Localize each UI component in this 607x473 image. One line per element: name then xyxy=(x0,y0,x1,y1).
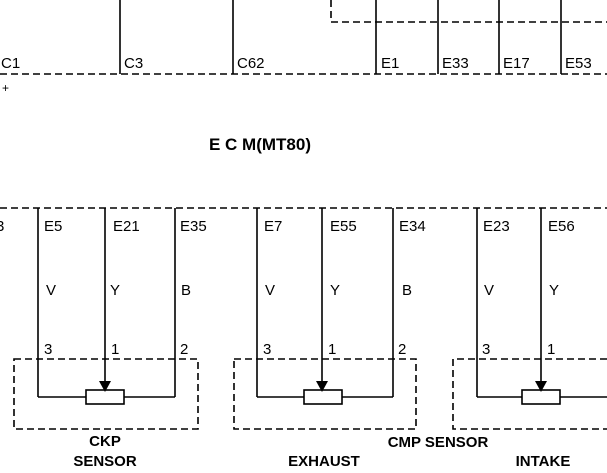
bottom-connector: 3 E5 E21 E35 E7 E55 E34 E23 E56 xyxy=(0,207,607,235)
pin-label-c3: C3 xyxy=(124,55,143,72)
plus-mark: + xyxy=(2,81,9,95)
pin-label-e1: E1 xyxy=(381,55,399,72)
pin-label-e5: E5 xyxy=(44,218,62,235)
intake-wire-color-1: V xyxy=(484,282,494,299)
cmp-intake-circuit: V Y 3 1 INTAKE xyxy=(452,208,607,470)
exhaust-terminal-1: 3 xyxy=(263,341,271,358)
exhaust-label: EXHAUST xyxy=(288,453,360,470)
pin-label-e17: E17 xyxy=(503,55,530,72)
pin-label-cut: 3 xyxy=(0,218,4,235)
cmp-sensor-label: CMP SENSOR xyxy=(388,434,489,451)
exhaust-wire-color-3: B xyxy=(402,282,412,299)
intake-sensor-box xyxy=(452,358,607,430)
intake-label: INTAKE xyxy=(516,453,571,470)
ckp-label: CKP xyxy=(89,433,121,450)
pin-label-e56: E56 xyxy=(548,218,575,235)
ckp-wire-color-1: V xyxy=(46,282,56,299)
exhaust-sensor-box xyxy=(233,358,417,430)
intake-wire-color-2: Y xyxy=(549,282,559,299)
exhaust-resistor xyxy=(303,389,343,405)
exhaust-terminal-3: 2 xyxy=(398,341,406,358)
intake-terminal-1: 3 xyxy=(482,341,490,358)
ckp-terminal-3: 2 xyxy=(180,341,188,358)
pin-label-e21: E21 xyxy=(113,218,140,235)
pin-label-e23: E23 xyxy=(483,218,510,235)
pin-label-e35: E35 xyxy=(180,218,207,235)
top-connector: C1 C3 C62 E1 E33 E17 E53 + xyxy=(0,0,607,95)
intake-resistor xyxy=(521,389,561,405)
exhaust-terminal-2: 1 xyxy=(328,341,336,358)
pin-label-c1: C1 xyxy=(1,55,20,72)
pin-label-e33: E33 xyxy=(442,55,469,72)
pin-label-e34: E34 xyxy=(399,218,426,235)
ckp-sensor-label: SENSOR xyxy=(73,453,137,470)
exhaust-wiper-arrow xyxy=(316,381,328,392)
pin-label-e55: E55 xyxy=(330,218,357,235)
intake-wiper-arrow xyxy=(535,381,547,392)
ckp-terminal-2: 1 xyxy=(111,341,119,358)
ckp-wire-color-3: B xyxy=(181,282,191,299)
ckp-wiper-arrow xyxy=(99,381,111,392)
ecm-title: E C M(MT80) xyxy=(209,135,311,154)
ckp-sensor-box xyxy=(13,358,199,430)
ckp-terminal-1: 3 xyxy=(44,341,52,358)
pin-label-e53: E53 xyxy=(565,55,592,72)
pin-label-e7: E7 xyxy=(264,218,282,235)
intake-terminal-2: 1 xyxy=(547,341,555,358)
exhaust-wire-color-1: V xyxy=(265,282,275,299)
ckp-sensor-circuit: V Y B 3 1 2 CKP SENSOR xyxy=(13,208,199,470)
exhaust-wire-color-2: Y xyxy=(330,282,340,299)
cmp-exhaust-circuit: V Y B 3 1 2 EXHAUST xyxy=(233,208,417,470)
ckp-resistor xyxy=(85,389,125,405)
pin-label-c62: C62 xyxy=(237,55,265,72)
ckp-wire-color-2: Y xyxy=(110,282,120,299)
